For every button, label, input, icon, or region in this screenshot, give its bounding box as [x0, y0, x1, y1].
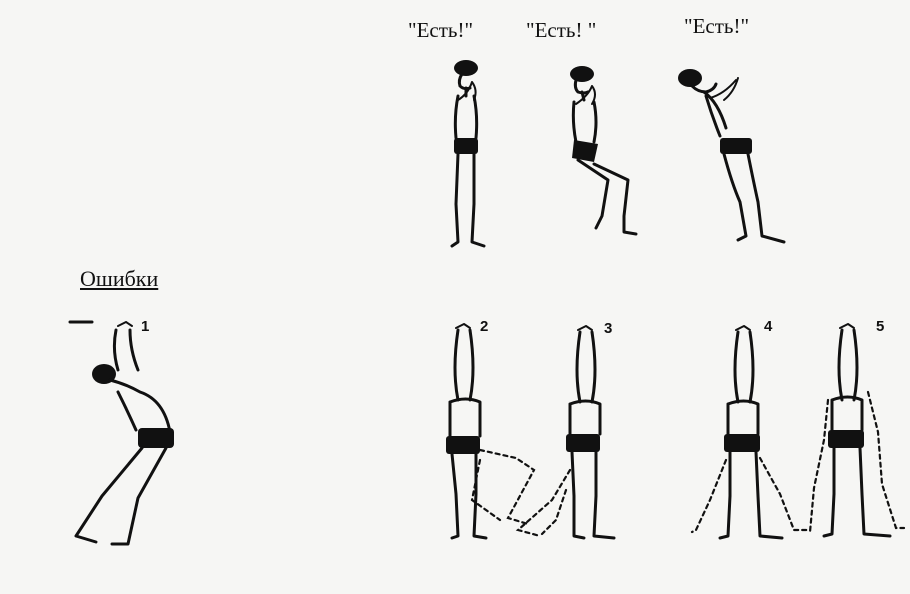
error-figure-1 [70, 322, 174, 544]
error-figure-5 [810, 324, 904, 536]
figure-squat [570, 66, 636, 234]
figure-standing [452, 60, 484, 246]
error-figure-2 [446, 324, 534, 538]
error-figure-4 [692, 326, 808, 538]
figure-lean-back [678, 69, 784, 242]
error-figure-3 [518, 326, 614, 538]
